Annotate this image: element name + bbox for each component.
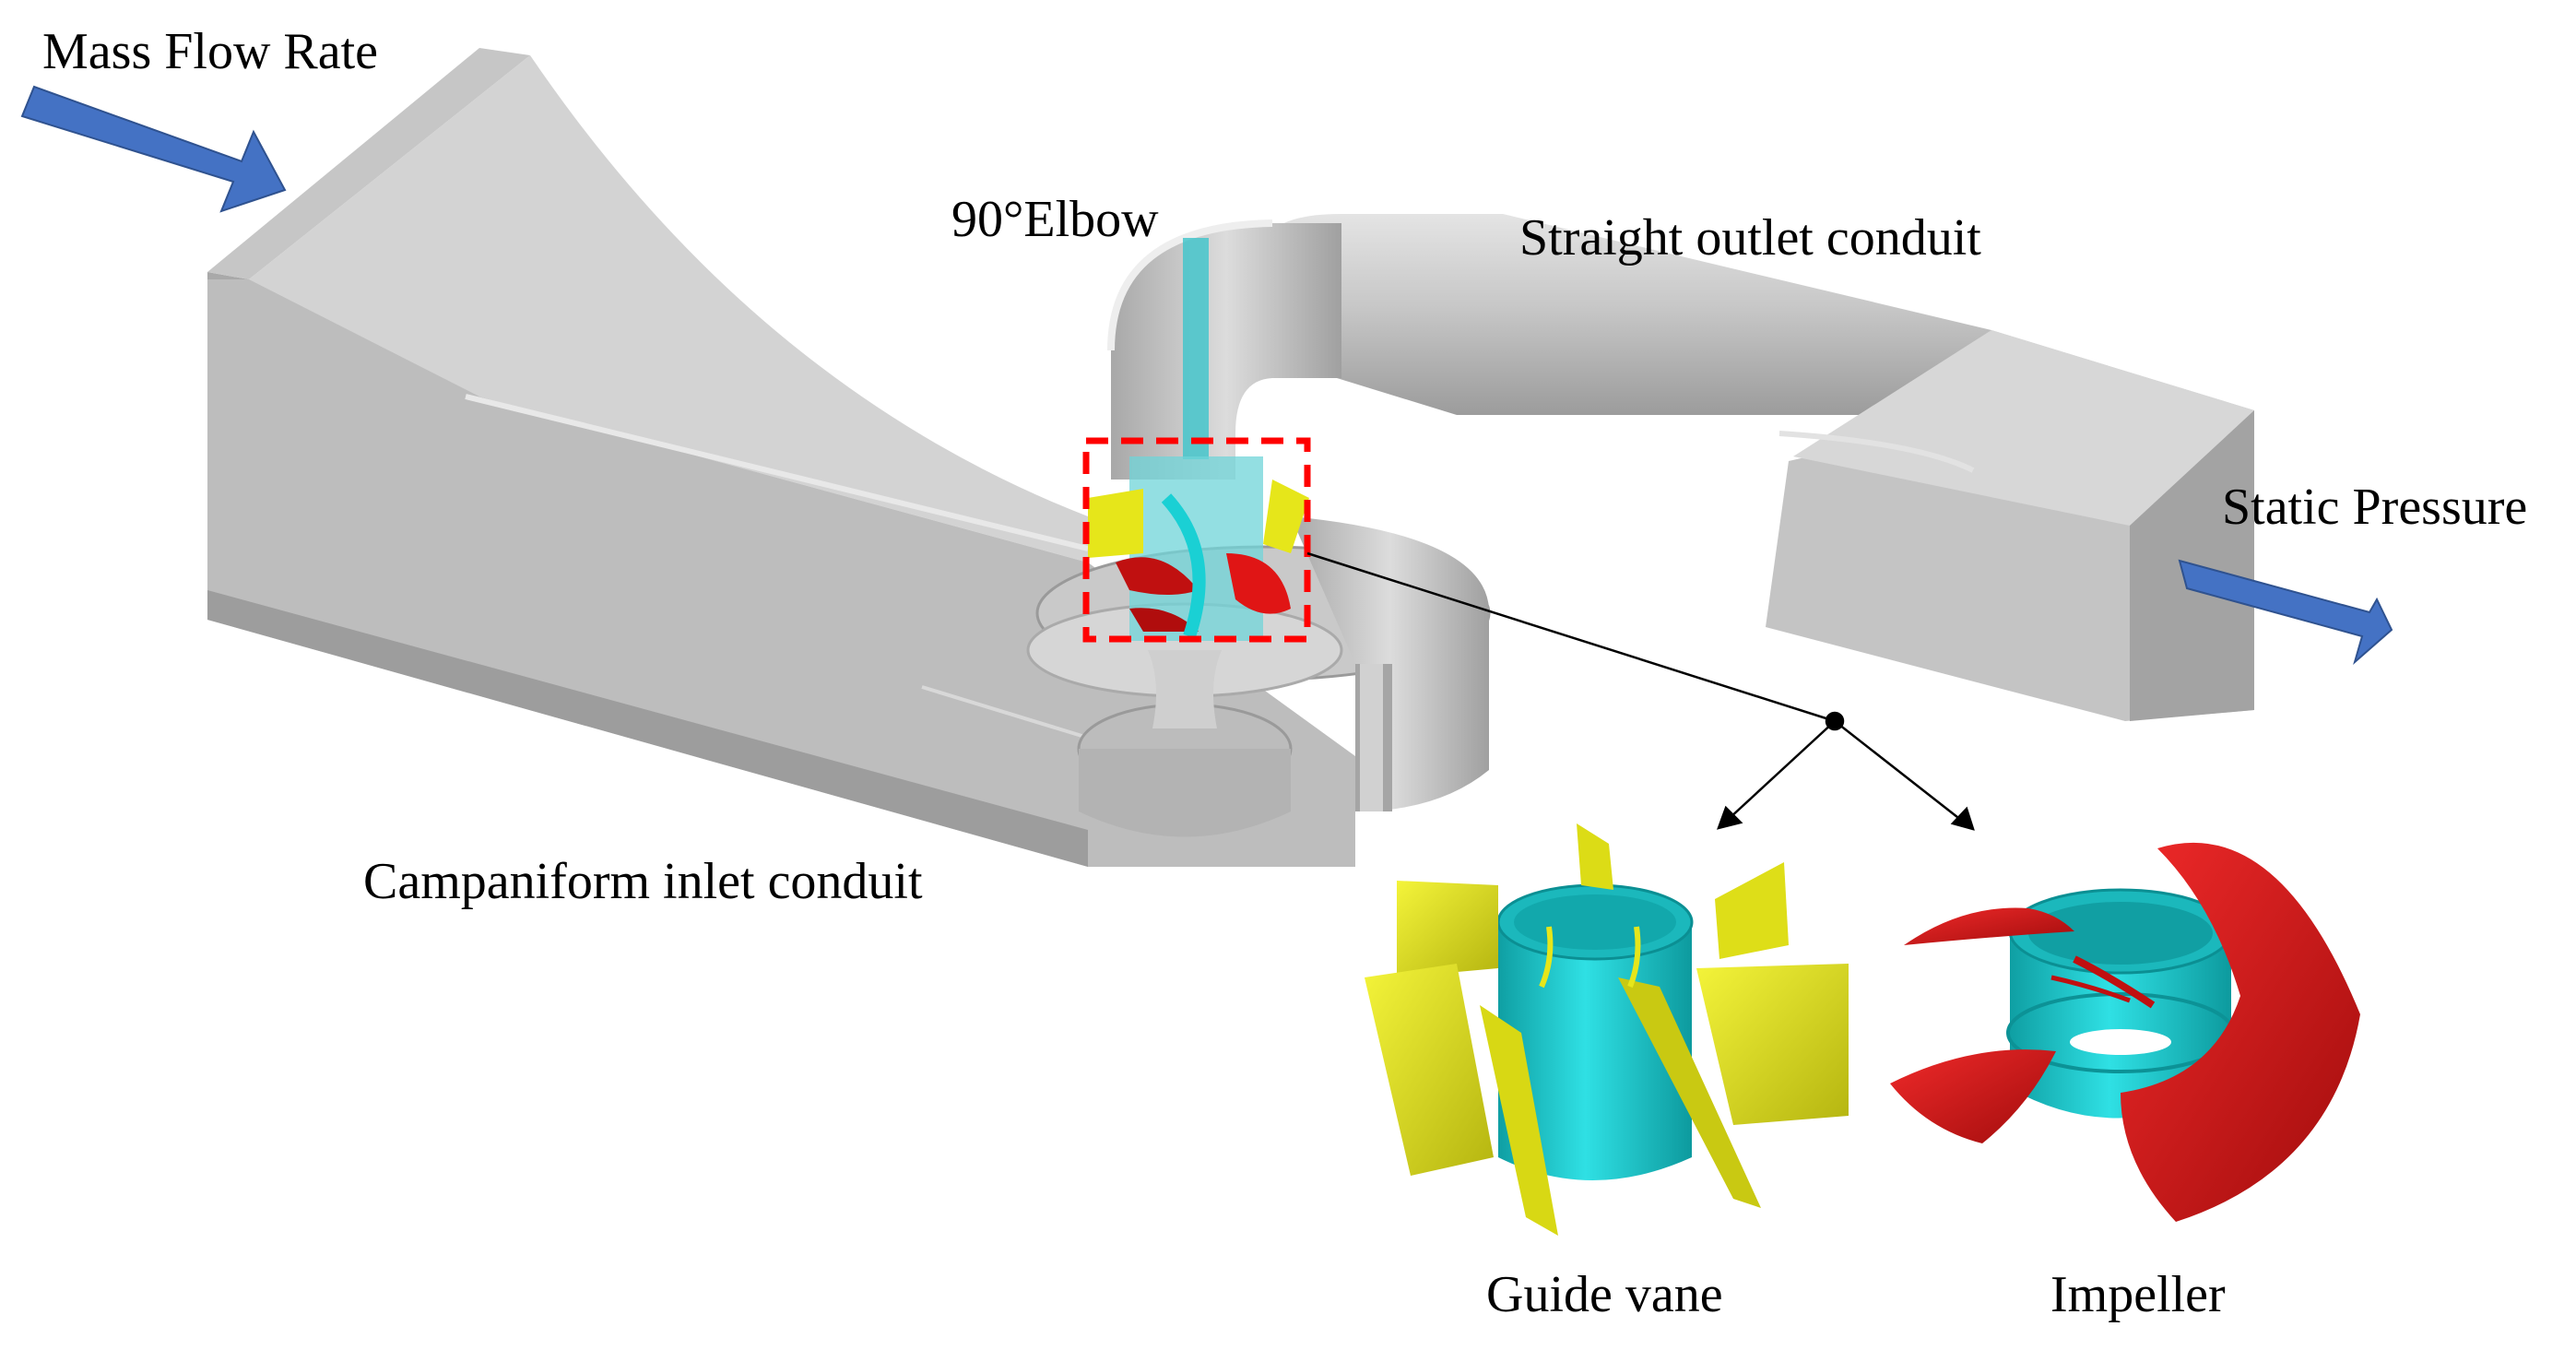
impeller-bore: [2070, 1029, 2171, 1055]
leader-line-impeller: [1834, 720, 1963, 822]
guide-vane-label: Guide vane: [1486, 1266, 1723, 1323]
guide-vane-blade-2: [1365, 964, 1494, 1176]
leader-arrowhead-guide-vane: [1717, 805, 1743, 830]
impeller-blade-1: [1904, 907, 2074, 945]
mass-flow-rate-label: Mass Flow Rate: [42, 23, 378, 80]
bell-chamber-wall: [1079, 749, 1291, 837]
straight-outlet-conduit: [1272, 214, 2254, 721]
guide-vane-blade-7: [1577, 823, 1613, 890]
inset-impeller-blade-2: [1226, 553, 1291, 614]
impeller-blade-2: [1890, 1049, 2056, 1143]
inlet-flow-arrow: [20, 85, 287, 213]
guide-vane-blade-4: [1618, 977, 1761, 1208]
pump-shaft: [1183, 238, 1209, 459]
outlet-pressure-arrow: [2178, 559, 2393, 665]
inlet-top-edge: [207, 48, 530, 279]
inlet-ramp-surface: [249, 55, 1088, 562]
guide-vane-blade-6: [1715, 862, 1789, 959]
inset-guide-vane-right: [1263, 480, 1309, 553]
elbow-label: 90°Elbow: [951, 191, 1159, 248]
guide-vane-blade-5: [1696, 964, 1849, 1125]
impeller-detail: [1890, 842, 2360, 1222]
leader-line-main: [1306, 551, 1836, 723]
pump-unit-inset: [1082, 437, 1311, 643]
inlet-guide-line: [465, 394, 1089, 551]
ninety-degree-elbow: [1107, 219, 1341, 480]
detail-highlight-box: [1082, 437, 1311, 643]
detail-leader: [1306, 551, 1975, 831]
outlet-top-face: [1793, 330, 2254, 526]
impeller-blade-3: [2121, 842, 2360, 1222]
leader-arrowhead-impeller: [1950, 806, 1975, 831]
guide-vane-detail: [1365, 823, 1849, 1236]
inlet-floor-band: [207, 590, 1088, 867]
static-pressure-label: Static Pressure: [2222, 479, 2528, 536]
impeller-label: Impeller: [2050, 1266, 2226, 1323]
straight-outlet-conduit-label: Straight outlet conduit: [1519, 209, 1981, 266]
campaniform-inlet-conduit: [207, 48, 1491, 867]
impeller-hub: [2010, 931, 2231, 1119]
outlet-pipe-body: [1272, 214, 1991, 415]
inlet-side-wall: [207, 279, 1355, 867]
guide-vane-blade-1: [1397, 881, 1498, 977]
elbow-bend: [1111, 223, 1341, 480]
guide-vane-blade-3: [1480, 1005, 1558, 1236]
inset-guide-vane-left: [1088, 489, 1143, 558]
inset-impeller-blade-1: [1116, 557, 1199, 595]
campaniform-inlet-conduit-label: Campaniform inlet conduit: [363, 853, 923, 910]
leader-line-guide-vane: [1728, 720, 1836, 820]
